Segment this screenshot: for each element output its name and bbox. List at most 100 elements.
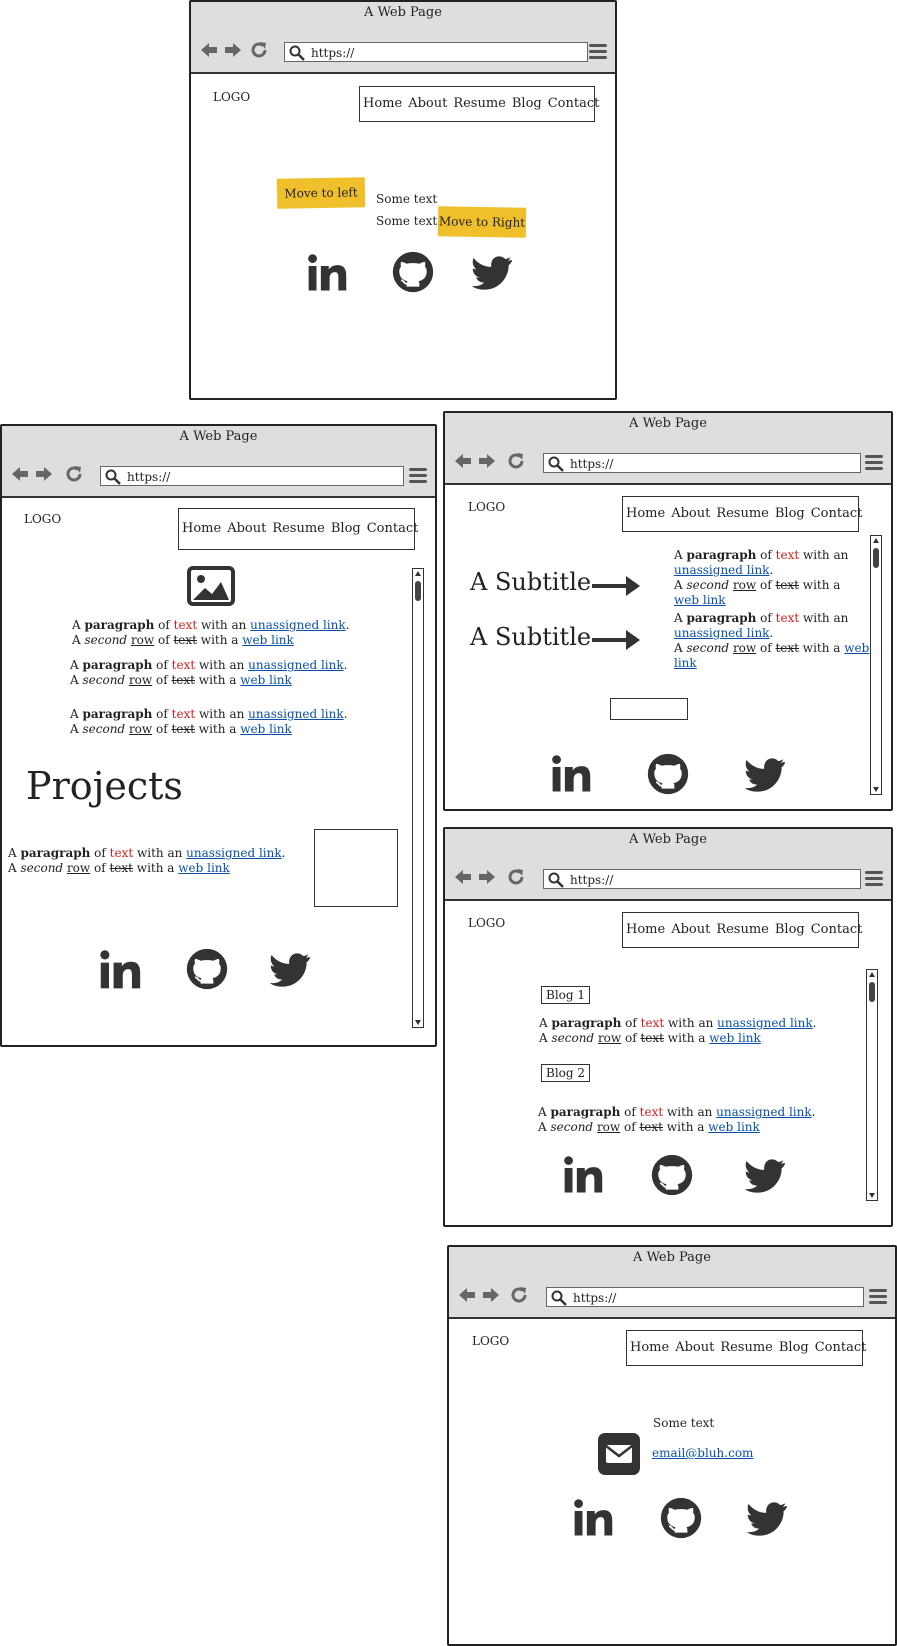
web-link[interactable]: web link [240, 722, 292, 736]
nav-home[interactable]: Home [626, 506, 666, 521]
blog-2-button[interactable]: Blog 2 [541, 1064, 591, 1082]
unassigned-link[interactable]: unassigned link [674, 626, 770, 640]
nav-home[interactable]: Home [630, 1340, 670, 1355]
linkedin-icon[interactable] [561, 1154, 605, 1196]
github-icon[interactable] [650, 1153, 694, 1197]
back-arrow-icon[interactable] [453, 867, 473, 887]
github-icon[interactable] [646, 752, 690, 796]
back-arrow-icon[interactable] [10, 464, 30, 484]
unassigned-link[interactable]: unassigned link [248, 658, 344, 672]
reload-icon[interactable] [64, 464, 84, 484]
nav-home[interactable]: Home [363, 96, 403, 111]
nav-resume[interactable]: Resume [272, 521, 325, 536]
github-icon[interactable] [391, 250, 435, 294]
nav-home[interactable]: Home [626, 922, 666, 937]
scrollbar[interactable] [870, 535, 882, 795]
web-link[interactable]: web link [242, 633, 294, 647]
reload-icon[interactable] [249, 40, 269, 60]
web-link[interactable]: web link [178, 861, 230, 875]
unassigned-link[interactable]: unassigned link [248, 707, 344, 721]
url-bar[interactable]: https:// [543, 869, 861, 889]
web-link[interactable]: web link [708, 1120, 760, 1134]
paragraph-1: A paragraph of text with an unassigned l… [72, 618, 350, 647]
nav-blog[interactable]: Blog [511, 96, 542, 111]
nav-contact[interactable]: Contact [810, 922, 863, 937]
nav-resume[interactable]: Resume [453, 96, 506, 111]
web-link-part[interactable]: link [674, 656, 697, 670]
reload-icon[interactable] [506, 867, 526, 887]
nav-blog[interactable]: Blog [330, 521, 361, 536]
menu-icon[interactable] [869, 1289, 887, 1305]
unassigned-link[interactable]: unassigned link [717, 1016, 813, 1030]
nav-about[interactable]: About [671, 922, 711, 937]
nav-contact[interactable]: Contact [814, 1340, 867, 1355]
blog-paragraph-1: A paragraph of text with an unassigned l… [539, 1016, 817, 1045]
linkedin-icon[interactable] [306, 252, 348, 294]
move-right-button[interactable]: Move to Right [437, 206, 527, 238]
nav-resume[interactable]: Resume [720, 1340, 773, 1355]
email-link[interactable]: email@bluh.com [652, 1446, 754, 1460]
twitter-icon[interactable] [743, 754, 787, 796]
nav-about[interactable]: About [227, 521, 267, 536]
browser-toolbar: https:// [449, 1277, 895, 1319]
menu-icon[interactable] [409, 468, 427, 484]
nav-about[interactable]: About [408, 96, 448, 111]
unassigned-link[interactable]: unassigned link [716, 1105, 812, 1119]
menu-icon[interactable] [589, 44, 607, 60]
twitter-icon[interactable] [743, 1155, 787, 1197]
browser-toolbar: https:// [191, 32, 615, 74]
back-arrow-icon[interactable] [199, 40, 219, 60]
forward-arrow-icon[interactable] [34, 464, 54, 484]
reload-icon[interactable] [509, 1285, 529, 1305]
nav-about[interactable]: About [675, 1340, 715, 1355]
nav-about[interactable]: About [671, 506, 711, 521]
browser-toolbar: https:// [445, 443, 891, 485]
nav-resume[interactable]: Resume [716, 506, 769, 521]
logo: LOGO [468, 500, 506, 514]
reload-icon[interactable] [506, 451, 526, 471]
projects-heading: Projects [26, 764, 183, 808]
linkedin-icon[interactable] [98, 948, 142, 992]
download-button-placeholder[interactable] [610, 698, 688, 720]
move-left-button[interactable]: Move to left [276, 177, 366, 209]
nav-contact[interactable]: Contact [547, 96, 600, 111]
menu-icon[interactable] [865, 455, 883, 471]
twitter-icon[interactable] [268, 949, 312, 991]
unassigned-link[interactable]: unassigned link [674, 563, 770, 577]
url-bar[interactable]: https:// [284, 42, 588, 62]
back-arrow-icon[interactable] [457, 1285, 477, 1305]
nav-blog[interactable]: Blog [774, 506, 805, 521]
nav-contact[interactable]: Contact [810, 506, 863, 521]
nav-menu: Home About Resume Blog Contact [622, 912, 862, 948]
forward-arrow-icon[interactable] [477, 451, 497, 471]
url-bar[interactable]: https:// [543, 453, 861, 473]
back-arrow-icon[interactable] [453, 451, 473, 471]
nav-blog[interactable]: Blog [778, 1340, 809, 1355]
linkedin-icon[interactable] [549, 753, 593, 795]
scrollbar[interactable] [412, 568, 424, 1028]
github-icon[interactable] [185, 947, 229, 991]
web-link[interactable]: web link [674, 593, 726, 607]
menu-icon[interactable] [865, 871, 883, 887]
web-link-part[interactable]: web [844, 641, 870, 655]
web-link[interactable]: web link [709, 1031, 761, 1045]
url-bar[interactable]: https:// [100, 466, 404, 486]
twitter-icon[interactable] [471, 252, 513, 294]
nav-home[interactable]: Home [182, 521, 222, 536]
forward-arrow-icon[interactable] [481, 1285, 501, 1305]
github-icon[interactable] [659, 1496, 703, 1540]
forward-arrow-icon[interactable] [223, 40, 243, 60]
twitter-icon[interactable] [745, 1498, 789, 1540]
linkedin-icon[interactable] [571, 1497, 615, 1539]
blog-1-button[interactable]: Blog 1 [541, 986, 591, 1004]
nav-blog[interactable]: Blog [774, 922, 805, 937]
scrollbar[interactable] [866, 969, 878, 1201]
url-bar[interactable]: https:// [546, 1287, 864, 1307]
unassigned-link[interactable]: unassigned link [186, 846, 282, 860]
forward-arrow-icon[interactable] [477, 867, 497, 887]
search-icon [551, 1290, 567, 1306]
nav-resume[interactable]: Resume [716, 922, 769, 937]
web-link[interactable]: web link [240, 673, 292, 687]
nav-contact[interactable]: Contact [366, 521, 419, 536]
unassigned-link[interactable]: unassigned link [250, 618, 346, 632]
